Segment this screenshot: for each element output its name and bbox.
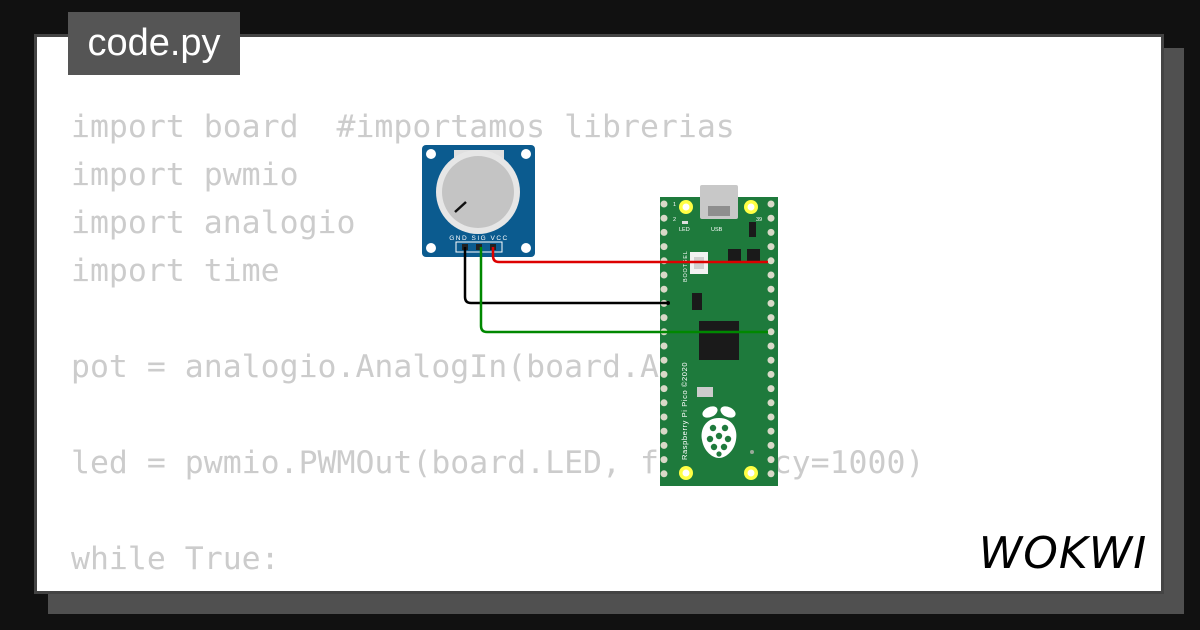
- board-silkscreen: Raspberry Pi Pico ©2020: [680, 362, 689, 460]
- pico-pin[interactable]: [660, 271, 668, 279]
- pico-pin[interactable]: [767, 342, 775, 350]
- potentiometer-knob[interactable]: [442, 156, 514, 228]
- pico-pin[interactable]: [767, 200, 775, 208]
- pot-pin-labels: GND SIG VCC: [449, 235, 508, 242]
- pico-pin[interactable]: [767, 456, 775, 464]
- mount-hole-center: [747, 203, 755, 211]
- pico-pin[interactable]: [660, 342, 668, 350]
- wokwi-logo: WOKWI: [979, 528, 1147, 578]
- onboard-led: [682, 221, 688, 224]
- pico-pin[interactable]: [767, 299, 775, 307]
- wire-vcc-red[interactable]: [491, 247, 768, 264]
- pico-pin[interactable]: [767, 228, 775, 236]
- wire-sig-green[interactable]: [479, 247, 768, 334]
- pico-pin[interactable]: [767, 314, 775, 322]
- pico-pin[interactable]: [660, 370, 668, 378]
- wire-gnd-black[interactable]: [463, 247, 668, 305]
- pico-pin[interactable]: [767, 285, 775, 293]
- wire-end: [666, 301, 670, 305]
- code-line: led.duty_cycle = pot.value: [71, 583, 924, 591]
- usb-label: USB: [711, 227, 723, 233]
- mount-hole: [426, 243, 436, 253]
- mount-hole-center: [682, 203, 690, 211]
- pico-pin[interactable]: [660, 427, 668, 435]
- raspberry-seed: [721, 424, 729, 432]
- mount-hole-center: [682, 469, 690, 477]
- component: [749, 222, 756, 237]
- raspberry-seed: [706, 435, 714, 443]
- right-pin-column: [767, 200, 775, 478]
- pico-pin[interactable]: [767, 470, 775, 478]
- pico-pin[interactable]: [660, 441, 668, 449]
- pin-header-outline: [455, 241, 503, 253]
- raspberry-seed: [724, 435, 732, 443]
- component: [747, 249, 760, 261]
- code-line: pot = analogio.AnalogIn(board.A0): [71, 349, 697, 385]
- file-tab[interactable]: code.py: [68, 12, 240, 75]
- pin39-label: 39: [756, 217, 762, 223]
- pico-pin[interactable]: [660, 470, 668, 478]
- pico-pin[interactable]: [660, 314, 668, 322]
- raspberry-seed: [709, 424, 717, 432]
- pico-pin[interactable]: [767, 370, 775, 378]
- code-line: import time: [71, 253, 280, 289]
- pico-pin[interactable]: [660, 228, 668, 236]
- pico-pin[interactable]: [767, 399, 775, 407]
- raspberry-logo: [701, 406, 737, 458]
- rp2040-chip: [699, 321, 739, 360]
- pico-pin[interactable]: [660, 214, 668, 222]
- mount-hole: [426, 149, 436, 159]
- pin2-label: 2: [673, 217, 676, 223]
- raspberry-pi-pico[interactable]: 2 1 39 LED USB BOOTSEL Raspberry Pi Pico…: [660, 185, 778, 486]
- raspberry-seed: [715, 432, 723, 440]
- code-card: import board #importamos librerias import…: [34, 34, 1164, 594]
- raspberry-leaf: [720, 406, 736, 418]
- code-line: import analogio: [71, 205, 356, 241]
- raspberry-seed: [716, 451, 722, 457]
- pico-pin[interactable]: [767, 271, 775, 279]
- pico-pin[interactable]: [767, 356, 775, 364]
- code-line: import board #importamos librerias: [71, 109, 735, 145]
- left-pin-column: [660, 200, 668, 478]
- pico-pin[interactable]: [660, 399, 668, 407]
- pico-pin[interactable]: [660, 385, 668, 393]
- code-line: import pwmio: [71, 157, 299, 193]
- raspberry-leaf: [702, 406, 718, 418]
- mount-hole: [521, 149, 531, 159]
- pico-pin[interactable]: [767, 214, 775, 222]
- pico-pin[interactable]: [767, 427, 775, 435]
- pico-pin[interactable]: [767, 328, 775, 336]
- potentiometer[interactable]: GND SIG VCC: [422, 145, 535, 257]
- code-line: while True:: [71, 541, 280, 577]
- pico-pin[interactable]: [767, 385, 775, 393]
- pico-pin[interactable]: [660, 285, 668, 293]
- pico-pin[interactable]: [660, 456, 668, 464]
- pico-pin[interactable]: [660, 356, 668, 364]
- bootsel-label: BOOTSEL: [683, 250, 689, 282]
- pico-pin[interactable]: [767, 257, 775, 265]
- pico-pin[interactable]: [767, 413, 775, 421]
- raspberry-seed: [710, 443, 718, 451]
- component: [728, 249, 741, 261]
- test-point: [750, 450, 754, 454]
- pico-pin[interactable]: [660, 243, 668, 251]
- pin-sig[interactable]: [476, 244, 482, 250]
- code-block: import board #importamos librerias import…: [71, 103, 924, 591]
- knob-indicator: [454, 201, 467, 213]
- pico-pin[interactable]: [660, 413, 668, 421]
- pin1-label: 1: [673, 202, 676, 208]
- raspberry-seed: [720, 443, 728, 451]
- component: [692, 293, 702, 310]
- component: [697, 387, 713, 397]
- mount-hole: [521, 243, 531, 253]
- pico-pin[interactable]: [767, 441, 775, 449]
- pico-pin[interactable]: [660, 200, 668, 208]
- logo-text: WOKWI: [979, 528, 1147, 578]
- led-label: LED: [679, 227, 690, 233]
- mount-hole-center: [747, 469, 755, 477]
- usb-port: [708, 206, 730, 216]
- pico-pin[interactable]: [767, 243, 775, 251]
